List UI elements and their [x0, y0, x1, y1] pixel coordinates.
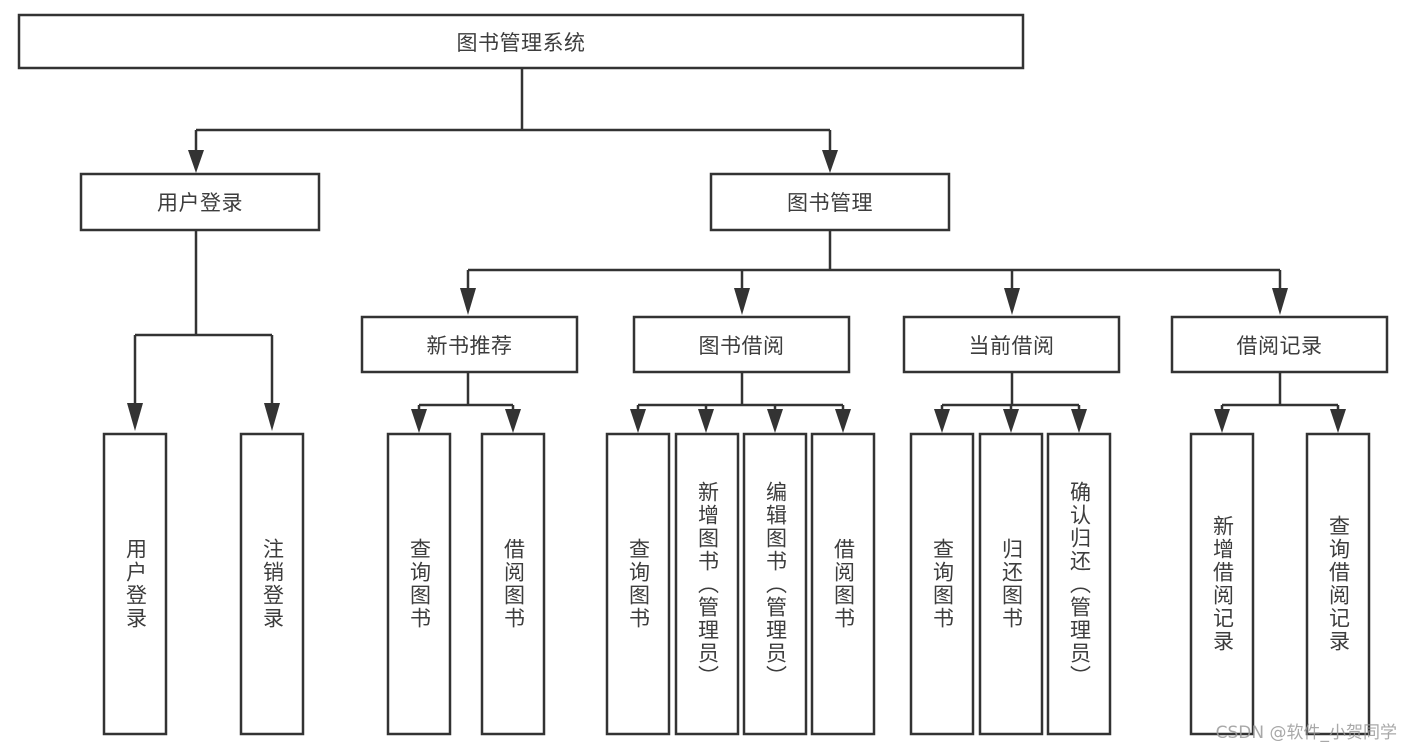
- node-box-leaf-edit-book[interactable]: [742, 432, 808, 736]
- node-box-borrow-record[interactable]: [1170, 315, 1389, 374]
- node-box-leaf-query-book-1[interactable]: [386, 432, 452, 736]
- arrowhead-current-borrow: [1004, 288, 1020, 315]
- node-box-book-manage[interactable]: [709, 172, 951, 232]
- arrowhead-leaf-confirm-return: [1071, 409, 1087, 433]
- node-box-leaf-query-book-2[interactable]: [605, 432, 671, 736]
- arrowhead-new-book-recommend: [460, 288, 476, 315]
- arrowhead-leaf-add-book: [698, 409, 714, 433]
- arrowhead-book-manage: [822, 150, 838, 173]
- arrowhead-user-login: [188, 150, 204, 173]
- arrowhead-leaf-query-book-2: [630, 409, 646, 433]
- arrowhead-book-borrow: [734, 288, 750, 315]
- node-box-leaf-user-login[interactable]: [102, 432, 168, 736]
- arrowhead-leaf-query-record: [1330, 409, 1346, 433]
- arrowhead-leaf-borrow-book-2: [835, 409, 851, 433]
- arrowhead-leaf-query-book-1: [411, 409, 427, 433]
- arrowhead-borrow-record: [1272, 288, 1288, 315]
- node-box-user-login[interactable]: [79, 172, 321, 232]
- node-box-book-borrow[interactable]: [632, 315, 851, 374]
- node-box-current-borrow[interactable]: [902, 315, 1121, 374]
- node-box-leaf-query-record[interactable]: [1305, 432, 1371, 736]
- arrowhead-leaf-return-book: [1003, 409, 1019, 433]
- node-box-leaf-borrow-book-2[interactable]: [810, 432, 876, 736]
- node-box-leaf-borrow-book-1[interactable]: [480, 432, 546, 736]
- node-box-leaf-logout-login[interactable]: [239, 432, 305, 736]
- arrowhead-leaf-edit-book: [767, 409, 783, 433]
- arrowhead-leaf-user-login: [127, 403, 143, 431]
- node-box-leaf-add-book[interactable]: [674, 432, 740, 736]
- node-box-leaf-confirm-return[interactable]: [1046, 432, 1112, 736]
- arrowhead-leaf-query-book-3: [934, 409, 950, 433]
- arrowhead-leaf-borrow-book-1: [505, 409, 521, 433]
- node-box-leaf-query-book-3[interactable]: [909, 432, 975, 736]
- node-box-root[interactable]: [17, 13, 1025, 70]
- arrowhead-leaf-logout-login: [264, 403, 280, 431]
- arrowhead-leaf-add-record: [1214, 409, 1230, 433]
- node-box-leaf-add-record[interactable]: [1189, 432, 1255, 736]
- node-box-leaf-return-book[interactable]: [978, 432, 1044, 736]
- node-box-new-book-recommend[interactable]: [360, 315, 579, 374]
